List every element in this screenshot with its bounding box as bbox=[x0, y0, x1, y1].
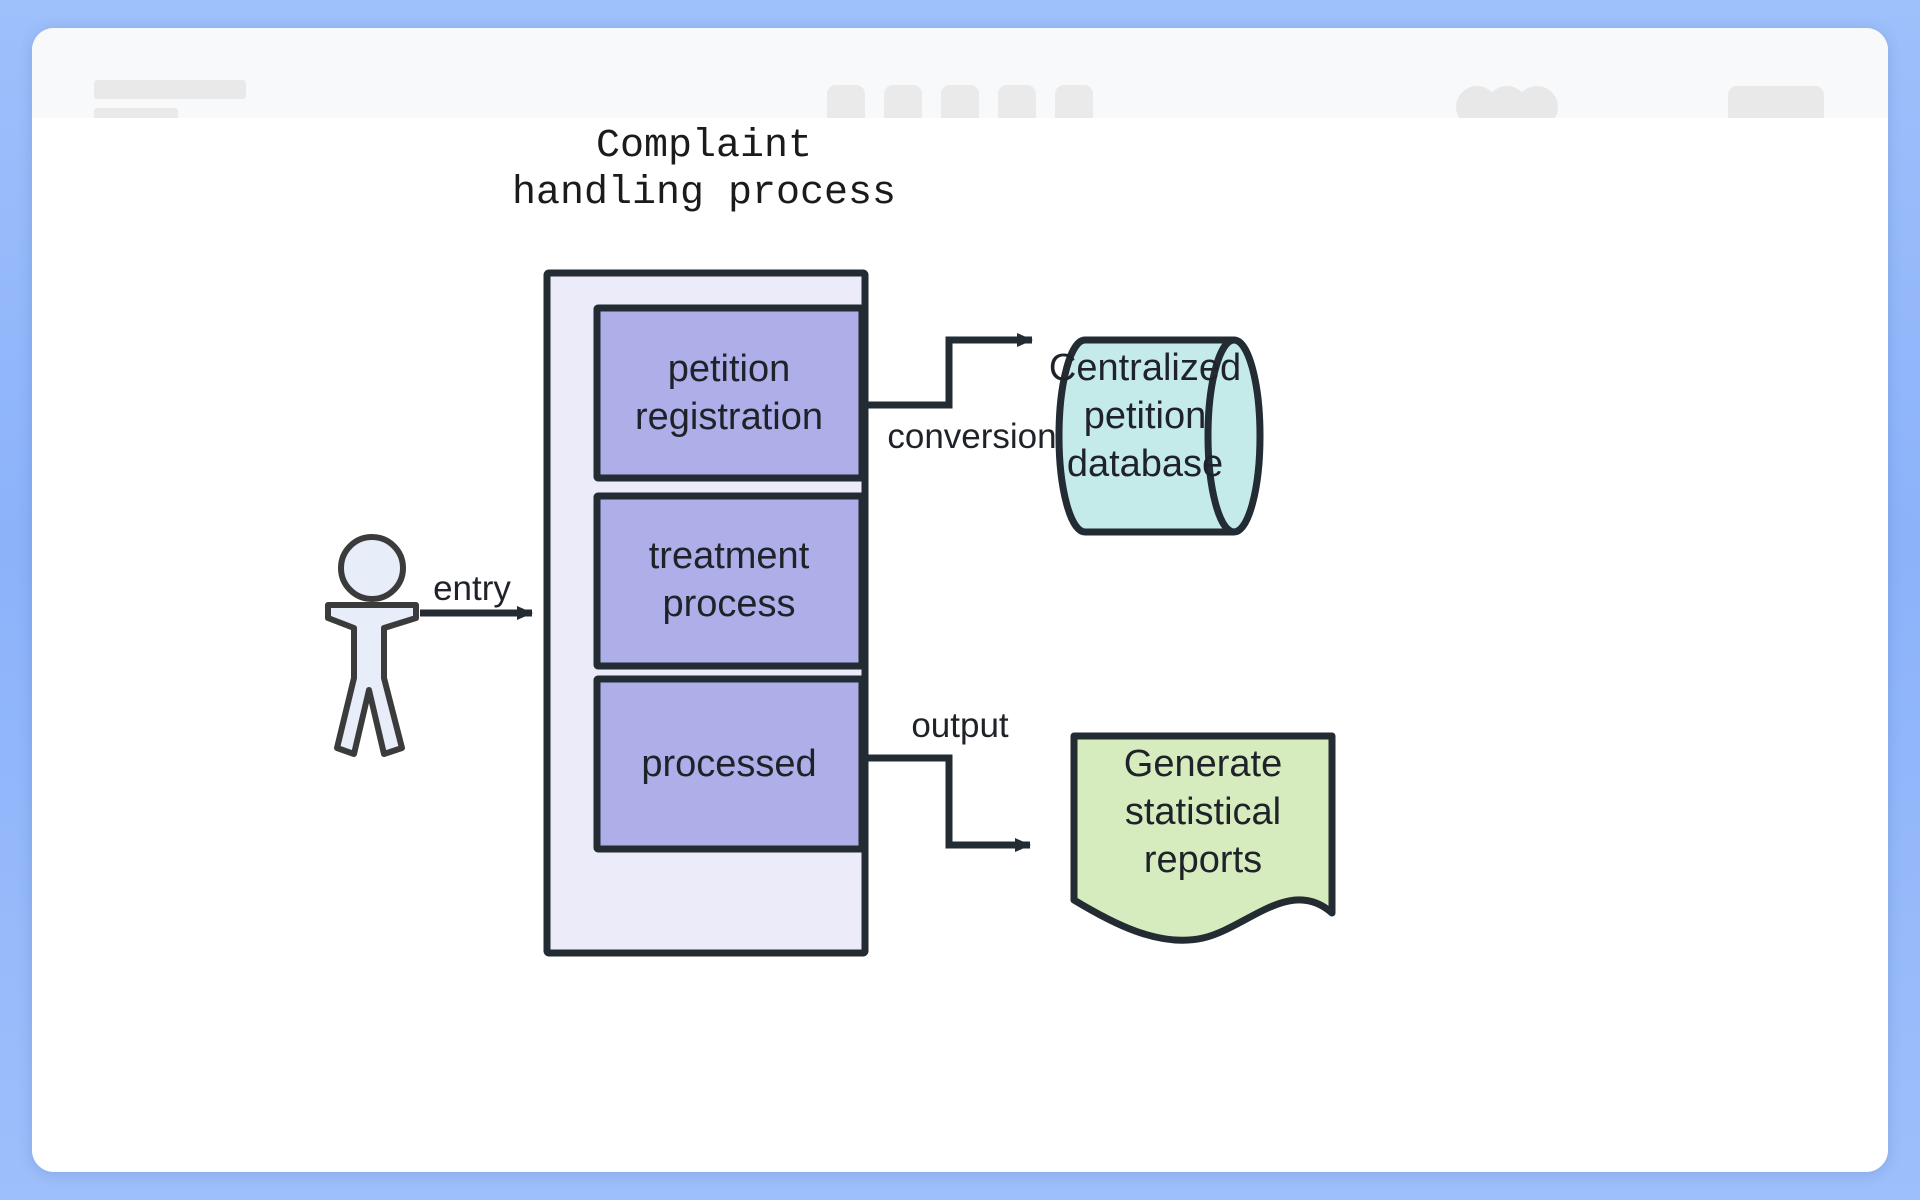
user-actor[interactable] bbox=[325, 534, 419, 757]
edge-entry[interactable]: entry bbox=[420, 569, 533, 620]
processed-box[interactable] bbox=[593, 675, 866, 853]
treatment-process-label-line-1: treatment bbox=[649, 535, 810, 577]
node-processed[interactable]: processed bbox=[593, 675, 866, 853]
node-treatment-process[interactable]: treatment process bbox=[593, 492, 866, 670]
processed-label-line-1: processed bbox=[641, 743, 816, 785]
diagram-canvas: Complaint handling process petition regi… bbox=[32, 118, 1888, 1172]
report-label-line-3: reports bbox=[1144, 839, 1262, 881]
edge-conversion-label: conversion bbox=[887, 417, 1056, 456]
node-centralized-petition-database[interactable]: Centralized petition database bbox=[1049, 336, 1264, 536]
window-titlebar bbox=[32, 28, 1888, 128]
application-window: Complaint handling process petition regi… bbox=[32, 28, 1888, 1172]
edge-conversion[interactable]: conversion bbox=[865, 333, 1057, 456]
titlebar-placeholder-line-1 bbox=[94, 80, 246, 99]
treatment-process-label-line-2: process bbox=[662, 583, 795, 625]
node-generate-statistical-reports[interactable]: Generate statistical reports bbox=[1070, 732, 1336, 944]
database-label-line-1: Centralized bbox=[1049, 347, 1241, 389]
document-shape[interactable] bbox=[1070, 732, 1336, 944]
edge-output[interactable]: output bbox=[865, 706, 1031, 852]
treatment-process-box[interactable] bbox=[593, 492, 866, 670]
database-label-line-3: database bbox=[1067, 443, 1223, 485]
flowchart-diagram: Complaint handling process petition regi… bbox=[325, 124, 1336, 957]
report-label-line-1: Generate bbox=[1124, 743, 1282, 785]
database-label-line-2: petition bbox=[1084, 395, 1207, 437]
petition-registration-label-line-2: registration bbox=[635, 396, 823, 438]
petition-registration-box[interactable] bbox=[593, 304, 866, 482]
edge-entry-label: entry bbox=[433, 569, 511, 608]
petition-registration-label-line-1: petition bbox=[668, 348, 791, 390]
group-title-line-2: handling process bbox=[512, 171, 896, 216]
group-title-line-1: Complaint bbox=[596, 124, 812, 169]
report-label-line-2: statistical bbox=[1125, 791, 1281, 833]
edge-output-label: output bbox=[911, 706, 1009, 745]
node-petition-registration[interactable]: petition registration bbox=[593, 304, 866, 482]
database-cylinder-cap bbox=[1204, 336, 1235, 536]
